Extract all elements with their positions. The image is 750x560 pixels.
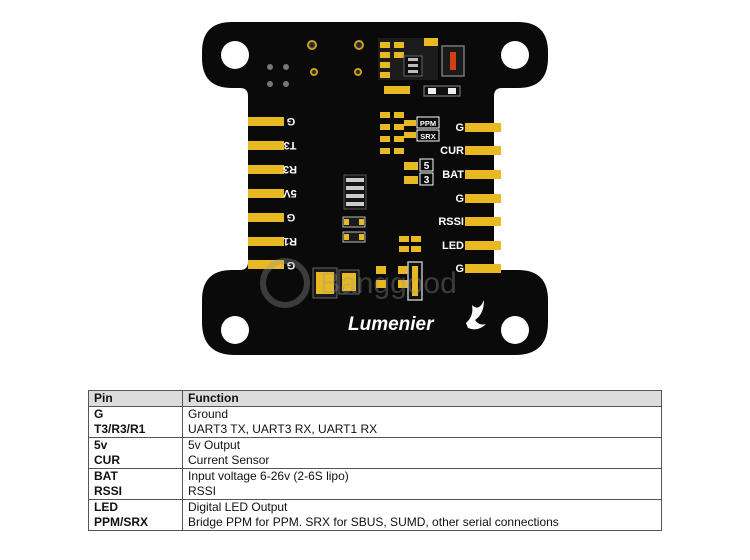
table-row: BAT Input voltage 6-26v (2-6S lipo) xyxy=(88,468,662,484)
pad-label-left: G xyxy=(287,115,296,127)
table-row: LED Digital LED Output xyxy=(88,499,662,515)
top-components xyxy=(378,38,465,97)
right-pad-labels: G CUR BAT G RSSI LED G xyxy=(438,122,464,275)
ppm-srx-jumper: PPM SRX xyxy=(380,112,440,154)
function-cell: Current Sensor xyxy=(182,453,662,469)
pad-label-left: T3 xyxy=(284,139,297,151)
watermark: Banggood xyxy=(260,258,457,308)
small-vias xyxy=(267,64,289,87)
lumenier-logo: Lumenier xyxy=(348,300,486,335)
pin-cell: PPM/SRX xyxy=(88,515,183,531)
pad-label-right: BAT xyxy=(442,169,464,181)
via-holes xyxy=(307,40,364,76)
pcb-board-image: G T3 R3 5V G R1 G G CUR BAT G RSSI LED G… xyxy=(202,22,548,355)
pad-label-right: LED xyxy=(442,240,464,252)
voltage-select-jumper: 5 3 xyxy=(404,158,434,186)
left-pad-labels: G T3 R3 5V G R1 G xyxy=(283,115,297,271)
pad-label-right: G xyxy=(455,193,464,205)
brand-logo-text: Lumenier xyxy=(348,314,435,335)
mounting-hole xyxy=(501,41,529,69)
pin-cell: CUR xyxy=(88,453,183,469)
mounting-hole xyxy=(501,316,529,344)
table-row: T3/R3/R1 UART3 TX, UART3 RX, UART1 RX xyxy=(88,422,662,438)
function-cell: 5v Output xyxy=(182,437,662,453)
function-cell: Bridge PPM for PPM. SRX for SBUS, SUMD, … xyxy=(182,515,662,531)
pad-label-right: G xyxy=(455,263,464,275)
mounting-hole xyxy=(221,316,249,344)
pad-label-left: R3 xyxy=(283,163,297,175)
pad-label-right: CUR xyxy=(440,145,464,157)
bottom-components xyxy=(312,261,423,301)
bird-logo-icon xyxy=(466,300,486,330)
right-pads xyxy=(465,123,501,273)
table-row: RSSI RSSI xyxy=(88,484,662,500)
function-column-header: Function xyxy=(182,390,662,407)
pcb-board xyxy=(202,22,548,355)
voltage-5-label: 5 xyxy=(424,161,430,172)
pad-label-right: G xyxy=(455,122,464,134)
pin-cell: G xyxy=(88,406,183,422)
voltage-3-label: 3 xyxy=(424,175,430,186)
mounting-hole xyxy=(221,41,249,69)
passive-components xyxy=(342,216,421,252)
pin-cell: T3/R3/R1 xyxy=(88,422,183,438)
pin-function-table: Pin Function G Ground T3/R3/R1 UART3 TX,… xyxy=(88,390,662,531)
pin-cell: RSSI xyxy=(88,484,183,500)
pin-column-header: Pin xyxy=(88,390,183,407)
pin-cell: BAT xyxy=(88,468,183,484)
pad-label-left: G xyxy=(287,211,296,223)
table-row: CUR Current Sensor xyxy=(88,453,662,469)
pad-label-left: G xyxy=(287,259,296,271)
function-cell: RSSI xyxy=(182,484,662,500)
function-cell: UART3 TX, UART3 RX, UART1 RX xyxy=(182,422,662,438)
function-cell: Digital LED Output xyxy=(182,499,662,515)
pin-cell: LED xyxy=(88,499,183,515)
pin-cell: 5v xyxy=(88,437,183,453)
pad-label-left: 5V xyxy=(283,187,297,199)
left-pads xyxy=(248,117,284,269)
table-row: PPM/SRX Bridge PPM for PPM. SRX for SBUS… xyxy=(88,515,662,531)
function-cell: Ground xyxy=(182,406,662,422)
pad-label-right: RSSI xyxy=(438,216,464,228)
function-cell: Input voltage 6-26v (2-6S lipo) xyxy=(182,468,662,484)
table-row: 5v 5v Output xyxy=(88,437,662,453)
table-row: G Ground xyxy=(88,406,662,422)
table-header-row: Pin Function xyxy=(88,390,662,407)
watermark-text: Banggood xyxy=(320,267,457,300)
ppm-label: PPM xyxy=(420,119,436,128)
center-ic xyxy=(343,174,367,210)
srx-label: SRX xyxy=(420,132,435,141)
pad-label-left: R1 xyxy=(283,235,297,247)
